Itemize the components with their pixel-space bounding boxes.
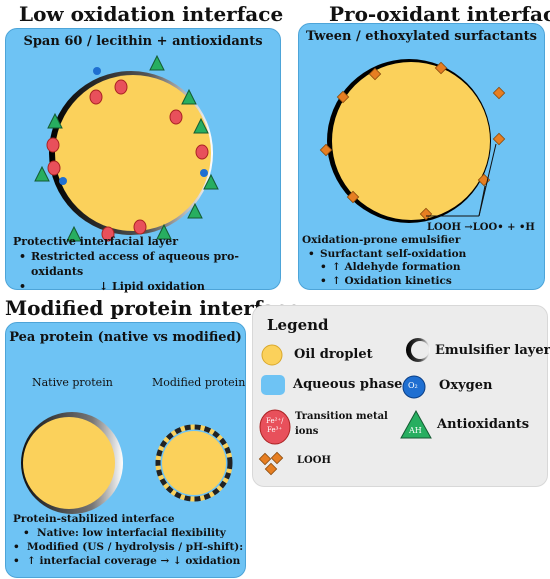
oxygen [59, 177, 67, 185]
panel-mod-note: Protein-stabilized interface •Native: lo… [13, 512, 245, 568]
native-protein-label: Native protein [32, 376, 113, 389]
legend-metal-label-2: ions [295, 426, 319, 437]
antioxidant [193, 117, 209, 134]
antioxidant [149, 54, 165, 71]
reaction-arrows [426, 143, 497, 217]
oxygen [200, 169, 208, 177]
bullet: •↑ Aldehyde formation [320, 261, 461, 273]
looh [434, 61, 448, 75]
legend-oxygen-label: Oxygen [439, 378, 493, 393]
legend-aqueous-label: Aqueous phase [293, 377, 403, 392]
aqueous-phase-icon [261, 375, 285, 395]
panel-pro-note: Oxidation-prone emulsifier •Surfactant s… [302, 234, 542, 288]
bullet: •Native: low interfacial flexibility [23, 527, 226, 539]
droplet-diagram-low [34, 54, 219, 242]
note-title: Oxidation-prone emulsifier [302, 234, 461, 246]
legend-antioxidant-symbol: AH [409, 426, 422, 435]
metal-ion [114, 79, 128, 95]
bullet: •↑ Oxidation kinetics [320, 274, 452, 287]
metal-ion-icon [259, 409, 291, 445]
legend-metal-symbol-1: Fe²⁺/ [266, 417, 284, 425]
metal-ion [89, 89, 103, 105]
panel-low-title: Span 60 / lecithin + antioxidants [23, 34, 263, 49]
legend-symbols [258, 338, 432, 476]
metal-ion [133, 219, 147, 235]
legend-metal-symbol-2: Fe³⁺ [267, 426, 283, 434]
modified-protein-label: Modified protein [152, 376, 246, 389]
looh [492, 86, 506, 100]
panel-modified-protein: Pea protein (native vs modified) Native … [5, 322, 246, 578]
looh [336, 90, 350, 104]
heading-modified-protein: Modified protein interface [5, 296, 301, 320]
heading-pro-oxidant: Pro-oxidant interface [329, 2, 550, 26]
metal-ion [46, 137, 60, 153]
bullet: •↑ interfacial coverage → ↓ oxidation [13, 555, 241, 567]
looh [368, 67, 382, 81]
bullet: •↓ Lipid oxidation [19, 280, 205, 293]
oxygen [93, 67, 101, 75]
legend-antioxidants-label: Antioxidants [437, 417, 530, 432]
legend-metal-label-1: Transition metal [295, 411, 388, 422]
legend-oil-label: Oil droplet [294, 347, 373, 362]
legend-emulsifier-label: Emulsifier layer [435, 343, 550, 358]
legend-panel: Legend Fe²⁺/ Fe³⁺ O₂ AH Oil droplet Aque… [252, 305, 550, 487]
legend-oxygen-symbol: O₂ [408, 381, 418, 390]
note-title: Protective interfacial layer [13, 235, 179, 248]
antioxidant [66, 225, 82, 242]
modified-droplet [155, 424, 233, 502]
antioxidant [181, 88, 197, 105]
looh-icon [258, 451, 284, 476]
bullet: •Restricted access of aqueous pro-oxidan… [19, 250, 239, 278]
metal-ion [195, 144, 209, 160]
protein-droplets [21, 412, 233, 514]
metal-ion [47, 160, 61, 176]
metal-ion [169, 109, 183, 125]
antioxidant [156, 223, 172, 240]
droplet-diagram-pro [319, 59, 506, 223]
bullet: •Modified (US / hydrolysis / pH-shift): [13, 541, 244, 553]
looh-markers [319, 61, 506, 221]
looh [419, 207, 433, 221]
looh [492, 132, 506, 146]
panel-low-note: Protective interfacial layer •Restricted… [13, 234, 278, 294]
reaction-text: LOOH →LOO• + •H [427, 222, 535, 233]
panel-pro-oxidant: Tween / ethoxylated surfactants LOOH →LO… [298, 23, 545, 290]
panel-mod-title: Pea protein (native vs modified) [9, 330, 242, 345]
oxygen-icon [402, 375, 426, 399]
metal-ion [101, 226, 115, 242]
antioxidant-icon [400, 409, 432, 439]
legend-title: Legend [267, 316, 329, 334]
antioxidant [47, 112, 63, 129]
antioxidant [187, 202, 203, 219]
bullet: •Surfactant self-oxidation [308, 247, 467, 260]
antioxidant [203, 173, 219, 190]
looh [319, 143, 333, 157]
looh [346, 190, 360, 204]
oil-droplet-icon [261, 344, 283, 366]
legend-looh-label: LOOH [297, 455, 331, 466]
antioxidant [34, 165, 50, 182]
note-title: Protein-stabilized interface [13, 513, 175, 525]
panel-low-oxidation: Span 60 / lecithin + antioxidants [5, 28, 281, 293]
heading-low-oxidation: Low oxidation interface [19, 2, 284, 26]
panel-pro-title: Tween / ethoxylated surfactants [306, 29, 537, 44]
